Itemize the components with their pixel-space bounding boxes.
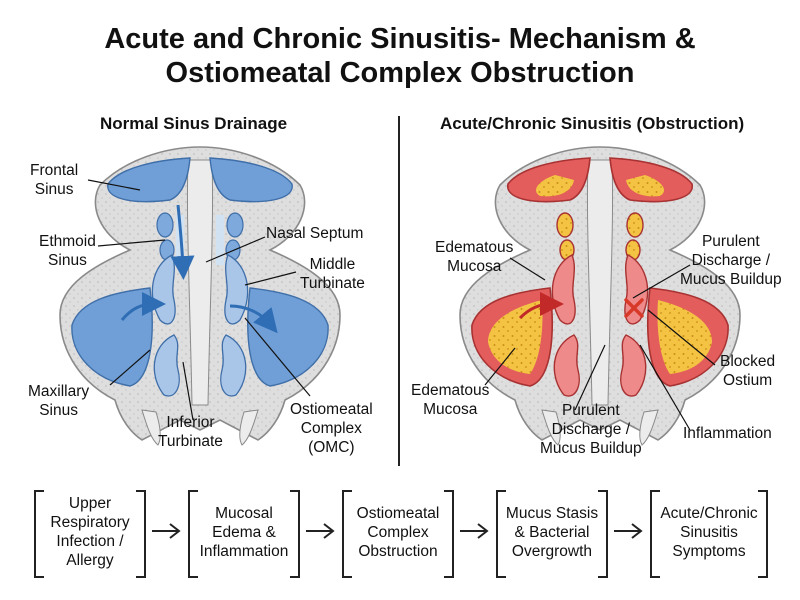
label-edematous-mucosa-bottom: Edematous Mucosa	[411, 382, 490, 418]
left-panel-heading: Normal Sinus Drainage	[100, 114, 288, 133]
diagram-title: Acute and Chronic Sinusitis- Mechanism &…	[0, 22, 800, 90]
normal-sinus-drawing	[59, 146, 341, 446]
label-purulent-discharge-bottom: Purulent Discharge / Mucus Buildup	[540, 402, 642, 457]
label-ethmoid-sinus: Ethmoid Sinus	[39, 233, 96, 269]
title-line-2: Ostiomeatal Complex Obstruction	[165, 57, 635, 89]
flow-arrow-icon	[460, 523, 489, 539]
flow-arrow-icon	[614, 523, 643, 539]
flow-step-2: Mucosal Edema & Inflammation	[188, 490, 300, 578]
leader-lines	[87, 179, 716, 431]
flow-step-4: Mucus Stasis & Bacterial Overgrowth	[496, 490, 608, 578]
label-nasal-septum: Nasal Septum	[266, 225, 364, 242]
label-ostiomeatal-complex: Ostiomeatal Complex (OMC)	[290, 401, 373, 456]
panel-divider	[398, 116, 400, 466]
flow-step-1: Upper Respiratory Infection / Allergy	[34, 490, 146, 578]
flow-arrow-icon	[152, 523, 181, 539]
label-frontal-sinus: Frontal Sinus	[30, 162, 79, 198]
label-middle-turbinate: Middle Turbinate	[300, 256, 365, 292]
flow-step-3: Ostiomeatal Complex Obstruction	[342, 490, 454, 578]
label-maxillary-sinus: Maxillary Sinus	[28, 383, 90, 419]
sinusitis-drawing	[459, 146, 741, 446]
label-edematous-mucosa-top: Edematous Mucosa	[435, 239, 514, 275]
right-panel-heading: Acute/Chronic Sinusitis (Obstruction)	[440, 114, 745, 133]
title-line-1: Acute and Chronic Sinusitis- Mechanism &	[104, 23, 696, 55]
label-blocked-ostium: Blocked Ostium	[720, 353, 776, 389]
blocked-ostium-x-icon	[624, 298, 644, 318]
label-purulent-discharge-top: Purulent Discharge / Mucus Buildup	[680, 233, 782, 288]
flow-arrow-icon	[306, 523, 335, 539]
label-inflammation: Inflammation	[683, 425, 772, 442]
flow-step-5: Acute/Chronic Sinusitis Symptoms	[650, 490, 768, 578]
label-inferior-turbinate: Inferior Turbinate	[158, 414, 223, 450]
